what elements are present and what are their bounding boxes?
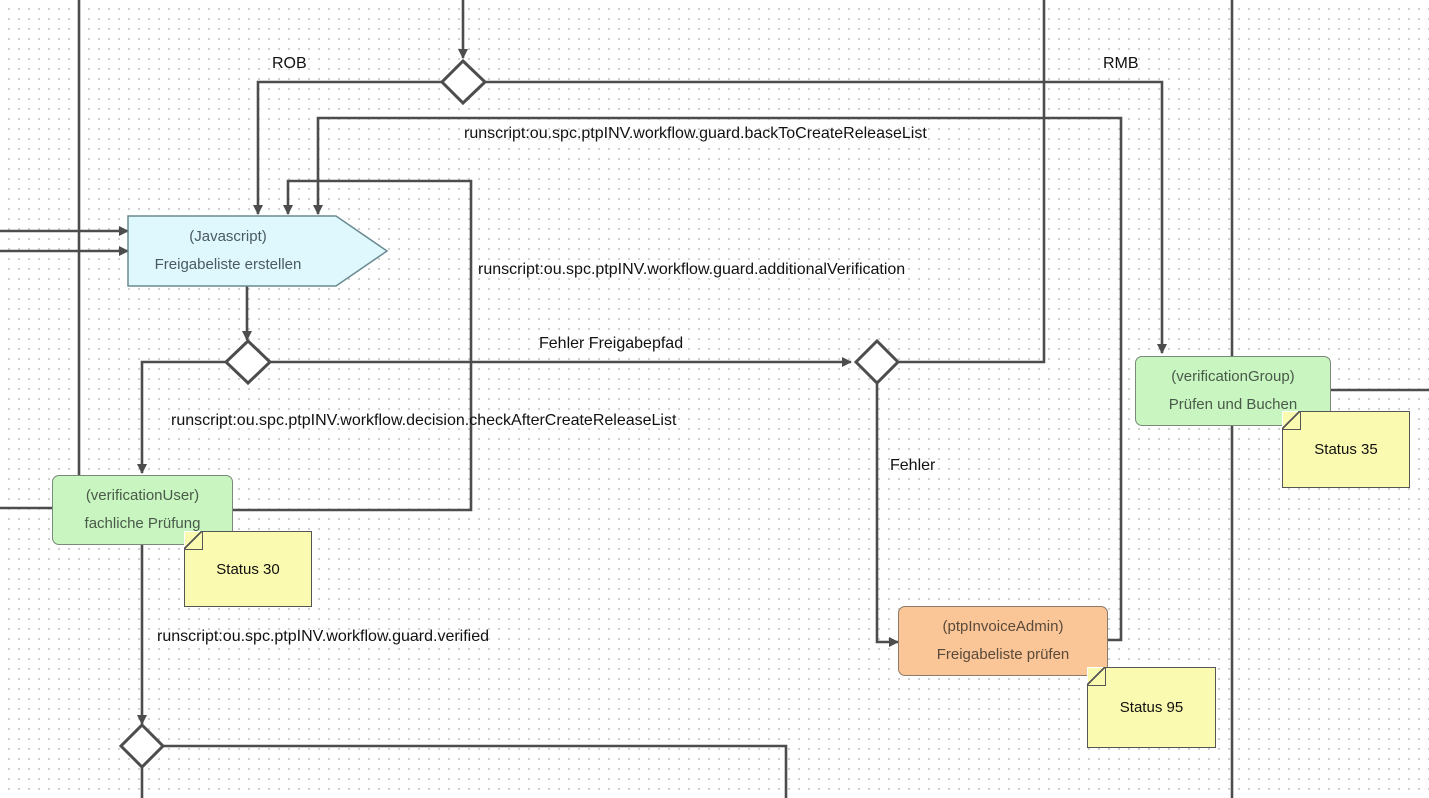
status-95-label: Status 95 — [1119, 699, 1184, 716]
edge-rob — [253, 80, 442, 215]
edge-label-fehler[interactable]: Fehler — [890, 457, 936, 474]
javascript-task-shape[interactable] — [127, 215, 389, 287]
note-fold-icon — [1088, 668, 1106, 686]
status-note-95[interactable]: Status 95 — [1086, 666, 1216, 748]
edge-bottom-right — [164, 744, 788, 798]
edge-rmb — [486, 80, 1167, 354]
gateway-fehler[interactable] — [853, 338, 901, 386]
edge-label-additional-verification[interactable]: runscript:ou.spc.ptpINV.workflow.guard.a… — [478, 261, 906, 278]
edge-gateway-up — [899, 0, 1046, 364]
note-fold-icon — [1283, 412, 1301, 430]
invoice-admin-name: Freigabeliste prüfen — [936, 646, 1070, 663]
javascript-task-name: Freigabeliste erstellen — [154, 256, 302, 273]
javascript-task-role: (Javascript) — [189, 228, 267, 245]
verification-user-role: (verificationUser) — [85, 487, 200, 504]
javascript-task[interactable]: (Javascript) Freigabeliste erstellen — [128, 222, 368, 280]
edge-back-to-create — [313, 116, 1123, 642]
verification-user-name: fachliche Prüfung — [84, 515, 201, 532]
verification-group-name: Prüfen und Buchen — [1168, 396, 1298, 413]
note-fold-icon — [185, 532, 203, 550]
status-30-label: Status 30 — [216, 560, 280, 578]
edge-additional-verification — [233, 179, 473, 512]
status-35-label: Status 35 — [1314, 441, 1378, 458]
status-note-35[interactable]: Status 35 — [1281, 410, 1410, 488]
edge-to-verification-user — [137, 360, 226, 474]
edge-label-check-after-create[interactable]: runscript:ou.spc.ptpINV.workflow.decisio… — [171, 412, 677, 429]
edge-fehler — [875, 384, 899, 647]
status-note-30[interactable]: Status 30 — [183, 530, 312, 607]
edge-label-fehler-freigabepfad[interactable]: Fehler Freigabepfad — [539, 335, 684, 352]
edge-label-back-to-create[interactable]: runscript:ou.spc.ptpINV.workflow.guard.b… — [464, 125, 927, 142]
verification-group-role: (verificationGroup) — [1171, 368, 1295, 385]
gateway-bottom[interactable] — [118, 722, 166, 770]
invoice-admin-role: (ptpInvoiceAdmin) — [942, 618, 1064, 635]
gateway-check-after-create[interactable] — [223, 338, 273, 386]
invoice-admin-task[interactable]: (ptpInvoiceAdmin) Freigabeliste prüfen — [898, 606, 1108, 676]
gateway-top[interactable] — [439, 58, 488, 106]
edge-label-rmb[interactable]: RMB — [1103, 55, 1139, 72]
edge-label-verified[interactable]: runscript:ou.spc.ptpINV.workflow.guard.v… — [157, 628, 490, 645]
edge-label-rob[interactable]: ROB — [272, 55, 307, 72]
